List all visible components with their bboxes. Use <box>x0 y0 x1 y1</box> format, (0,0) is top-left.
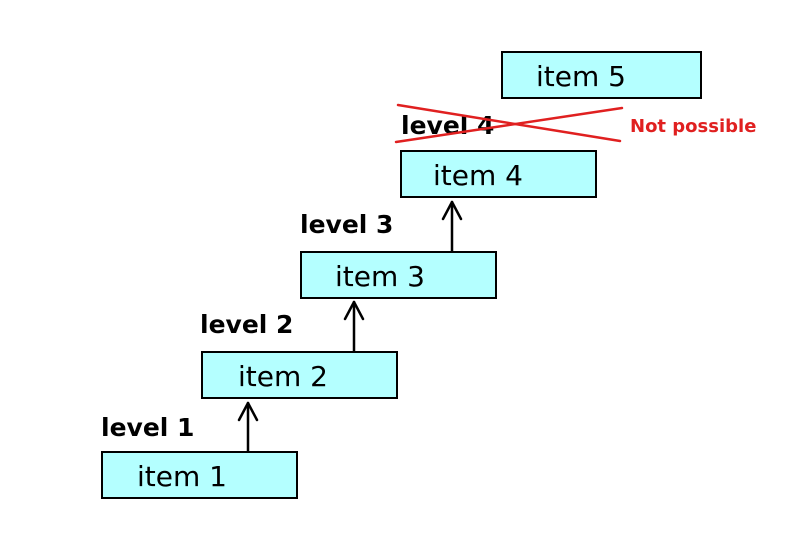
item-2-box: item 2 <box>201 351 398 399</box>
item-3-box: item 3 <box>300 251 497 299</box>
item-1-box: item 1 <box>101 451 298 499</box>
item-1-label: item 1 <box>137 460 227 493</box>
level-2-label: level 2 <box>200 310 294 339</box>
item-4-label: item 4 <box>433 159 523 192</box>
item-5-label: item 5 <box>536 60 626 93</box>
item-5-box: item 5 <box>501 51 702 99</box>
level-4-label: level 4 <box>401 111 495 140</box>
level-3-label: level 3 <box>300 210 394 239</box>
arrow-level-3-to-4 <box>441 200 463 253</box>
level-1-label: level 1 <box>101 413 195 442</box>
arrow-level-1-to-2 <box>237 401 259 453</box>
arrow-level-2-to-3 <box>343 300 365 353</box>
item-2-label: item 2 <box>238 360 328 393</box>
not-possible-note: Not possible <box>630 116 757 137</box>
item-3-label: item 3 <box>335 260 425 293</box>
item-4-box: item 4 <box>400 150 597 198</box>
